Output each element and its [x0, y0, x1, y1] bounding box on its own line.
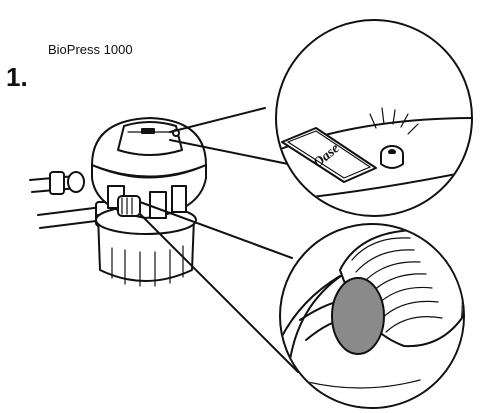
logo-plate: Oase [281, 127, 377, 183]
callout-lines [139, 107, 299, 373]
step-number: 1. [6, 62, 28, 92]
cleaning-handle [117, 195, 141, 217]
led-indicator [380, 145, 404, 169]
light-rays [369, 107, 419, 135]
hose-inlet [29, 171, 85, 195]
status-indicator-detail: Oase [275, 19, 473, 217]
product-name: BioPress 1000 [48, 42, 133, 57]
handle-highlight [331, 277, 385, 355]
filter-housing-illustration [29, 117, 207, 287]
cleaning-handle-detail: max. 0,2 bar [279, 223, 465, 409]
filter-lid [91, 117, 207, 178]
